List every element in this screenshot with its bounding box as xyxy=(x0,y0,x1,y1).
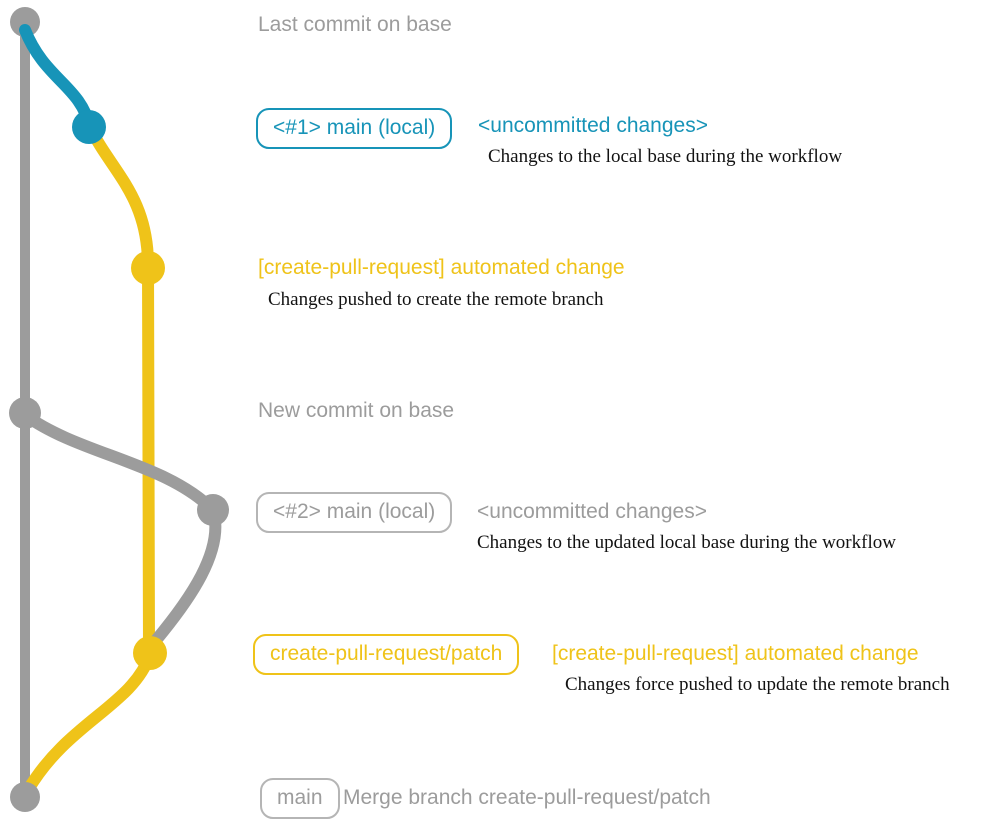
commit-dot-local-main-2 xyxy=(197,494,229,526)
uncommitted-changes-label-1: <uncommitted changes> xyxy=(478,114,708,137)
branch-badge-main: main xyxy=(260,778,340,819)
commit-dot-automated-change-2 xyxy=(133,636,167,670)
pull-request-branch-line xyxy=(84,121,155,656)
automated-change-label-2: [create-pull-request] automated change xyxy=(552,642,919,665)
commit-dot-merge xyxy=(10,782,40,812)
uncommitted-changes-desc-2: Changes to the updated local base during… xyxy=(477,532,896,553)
new-commit-label: New commit on base xyxy=(258,399,455,422)
commit-dot-local-main-1 xyxy=(72,110,106,144)
uncommitted-changes-label-2: <uncommitted changes> xyxy=(477,500,707,523)
commit-dot-automated-change-1 xyxy=(131,251,165,285)
last-commit-label: Last commit on base xyxy=(258,13,452,36)
updated-local-main-line-return xyxy=(146,504,222,651)
pull-request-merge-line xyxy=(22,649,156,796)
merge-commit-label: Merge branch create-pull-request/patch xyxy=(343,786,711,809)
automated-change-desc-1: Changes pushed to create the remote bran… xyxy=(268,289,604,310)
branch-badge-main-local-1: <#1> main (local) xyxy=(256,108,453,149)
branch-badge-main-local-2: <#2> main (local) xyxy=(256,492,453,533)
uncommitted-changes-desc-1: Changes to the local base during the wor… xyxy=(488,146,843,167)
branch-badge-patch: create-pull-request/patch xyxy=(253,634,520,675)
automated-change-label-1: [create-pull-request] automated change xyxy=(258,256,625,279)
automated-change-desc-2: Changes force pushed to update the remot… xyxy=(565,674,950,695)
commit-dot-last-base xyxy=(10,7,40,37)
updated-local-main-line-out xyxy=(19,409,219,516)
